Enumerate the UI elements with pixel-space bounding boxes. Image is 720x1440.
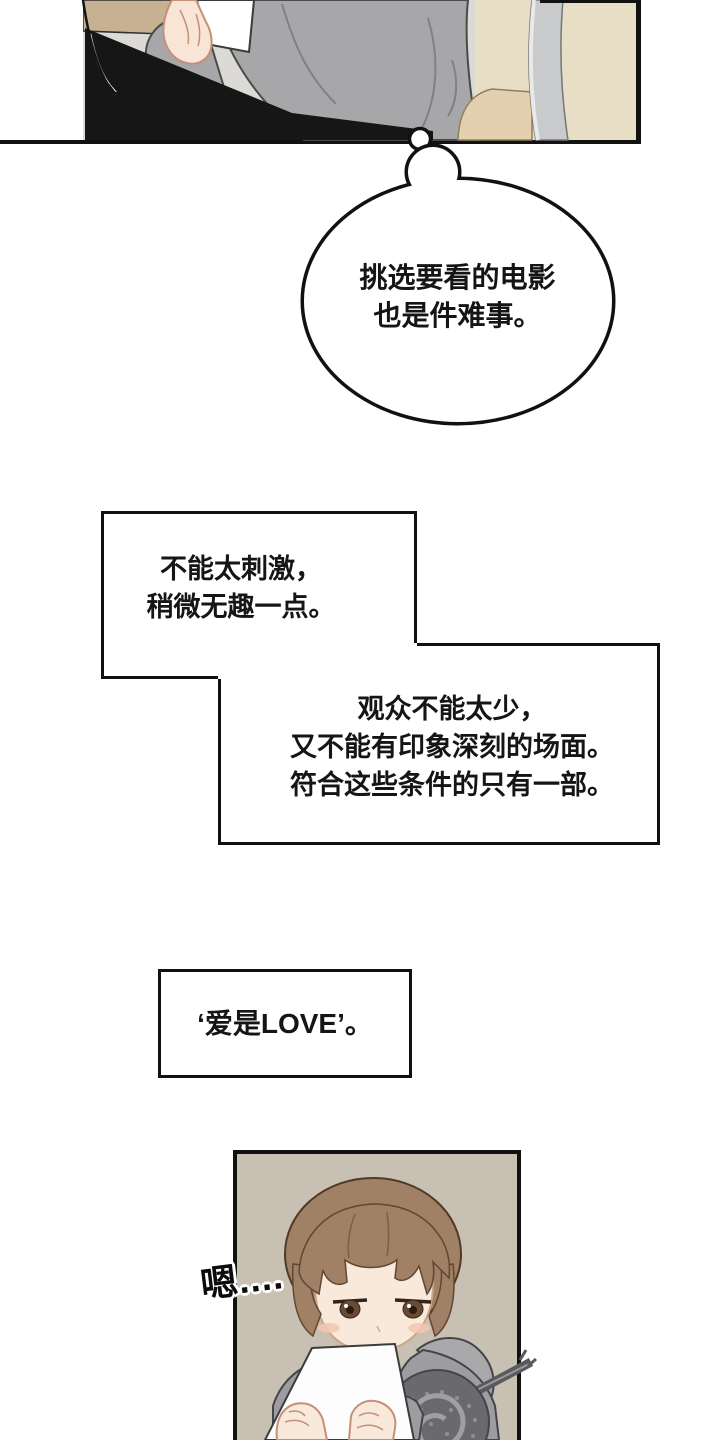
- box1-line-1: 不能太刺激，: [160, 554, 322, 584]
- thought-bubble-shape: [300, 126, 616, 426]
- bangs-art: [298, 1203, 451, 1296]
- box-union-patch: [218, 643, 417, 679]
- thought-line-1: 挑选要看的电影: [359, 262, 556, 293]
- thought-bubble-text: 挑选要看的电影 也是件难事。: [285, 259, 630, 335]
- laptop-art: [85, 28, 433, 140]
- box1-line-2: 稍微无趣一点。: [146, 592, 336, 622]
- box3-line-1: ‘爱是LOVE’。: [197, 1008, 373, 1039]
- chair-cushion-art: [457, 88, 533, 141]
- narration-box-3-text: ‘爱是LOVE’。: [158, 1005, 412, 1043]
- panel-top-art: [0, 0, 636, 141]
- narration-box-1-text: 不能太刺激， 稍微无趣一点。: [101, 550, 381, 626]
- sfx-text: 嗯....: [198, 1255, 286, 1306]
- panel-bottom: [233, 1150, 537, 1440]
- thought-bubble: 挑选要看的电影 也是件难事。: [285, 120, 630, 435]
- narration-box-3: [158, 969, 412, 1078]
- panel-bottom-art: [237, 1154, 537, 1440]
- panel-top: [0, 0, 641, 144]
- right-hand-art: [347, 1399, 397, 1440]
- narration-box-2-text: 观众不能太少， 又不能有印象深刻的场面。 符合这些条件的只有一部。: [242, 690, 662, 804]
- box2-line-1: 观众不能太少，: [357, 694, 547, 724]
- box2-line-3: 符合这些条件的只有一部。: [290, 770, 614, 800]
- box2-line-2: 又不能有印象深刻的场面。: [290, 732, 614, 762]
- thought-line-2: 也是件难事。: [373, 300, 542, 331]
- cable-art: [81, 0, 121, 95]
